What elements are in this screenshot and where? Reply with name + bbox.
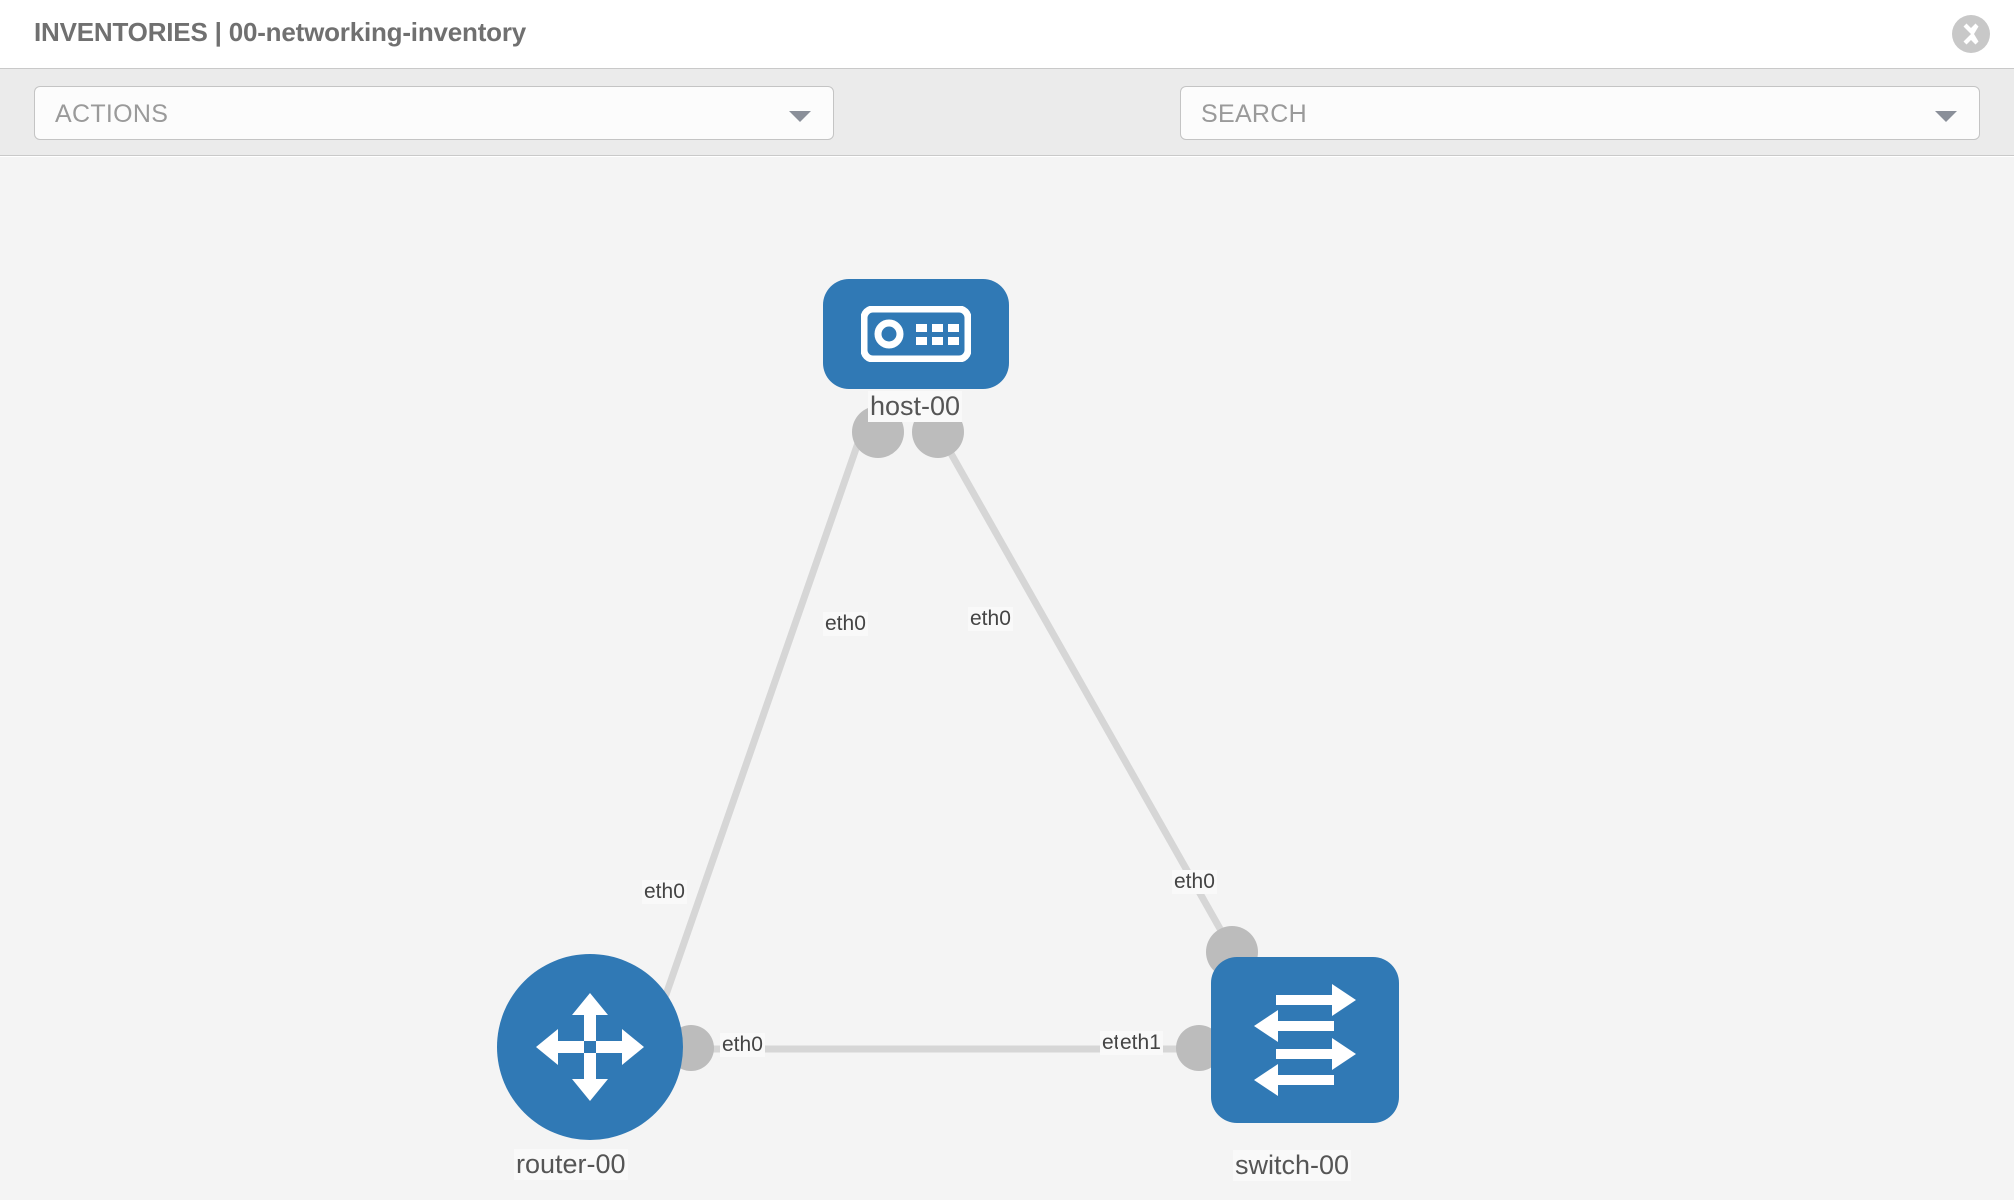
link-host-router[interactable]	[641, 418, 870, 1057]
actions-dropdown[interactable]: ACTIONS	[34, 86, 834, 140]
router-arrows-icon	[536, 993, 644, 1101]
node-label-switch-00: switch-00	[1233, 1150, 1352, 1181]
interface-label-switch-left: eth1	[1118, 1031, 1163, 1055]
search-input[interactable]: SEARCH	[1180, 86, 1980, 140]
close-icon[interactable]	[1952, 15, 1990, 53]
toolbar: ACTIONS SEARCH	[0, 68, 2014, 203]
node-label-host-00: host-00	[868, 391, 963, 422]
switch-node-shape[interactable]	[1211, 957, 1399, 1123]
server-icon	[861, 306, 971, 362]
interface-label-host-left: eth0	[823, 612, 868, 636]
page-title: INVENTORIES | 00-networking-inventory	[34, 17, 527, 47]
topology-canvas[interactable]: host-00 eth0 eth0 router-00 eth0 eth0	[0, 157, 2014, 1200]
node-label-router-00: router-00	[514, 1149, 628, 1180]
actions-dropdown-label: ACTIONS	[55, 100, 169, 128]
chevron-down-icon	[789, 111, 811, 122]
interface-label-host-right: eth0	[968, 607, 1013, 631]
connector-stub	[1176, 1025, 1222, 1071]
chevron-down-icon[interactable]	[1935, 111, 1957, 122]
router-node-shape[interactable]	[497, 954, 683, 1140]
page-header: INVENTORIES | 00-networking-inventory	[0, 0, 2014, 68]
link-host-switch[interactable]	[928, 418, 1240, 959]
interface-label-router-up: eth0	[642, 880, 687, 904]
switch-arrows-icon	[1254, 984, 1356, 1096]
search-placeholder: SEARCH	[1201, 100, 1307, 128]
host-node-shape[interactable]	[823, 279, 1009, 389]
interface-label-switch-up: eth0	[1172, 870, 1217, 894]
interface-label-router-right: eth0	[720, 1033, 765, 1057]
